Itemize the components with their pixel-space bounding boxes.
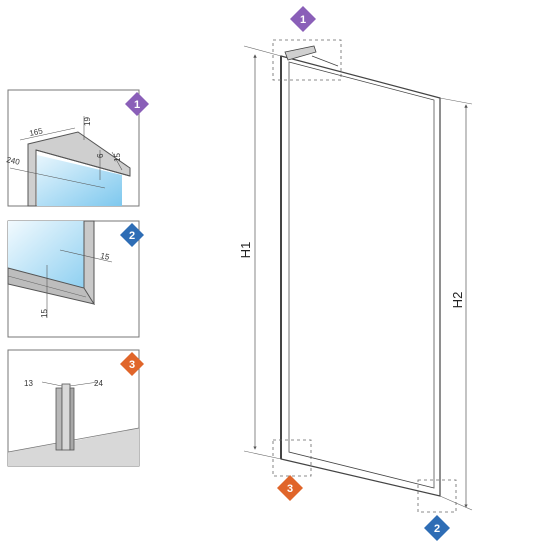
- badge-2-main: 2: [424, 515, 450, 541]
- callout-box-3: [272, 439, 312, 477]
- svg-text:1: 1: [134, 99, 140, 111]
- dim-6: 6: [96, 153, 105, 158]
- callout-box-1: [272, 39, 342, 81]
- badge-1-main: 1: [290, 6, 316, 32]
- detail-3-panel: 13 24: [7, 349, 140, 467]
- callout-box-2: [417, 479, 457, 513]
- h1-label: H1: [238, 242, 253, 259]
- main-shower-panel: H1 H2: [238, 39, 473, 513]
- badge-2-small: 2: [120, 223, 144, 247]
- svg-text:1: 1: [300, 14, 306, 26]
- dim-15-c: 15: [40, 309, 49, 318]
- dim-15-a: 15: [113, 153, 122, 162]
- dim-240: 240: [6, 155, 21, 167]
- detail-1-panel: 165 19 6 15 240: [6, 89, 140, 207]
- detail-1-glass: [37, 155, 122, 206]
- detail-2-panel: 15 15: [7, 220, 140, 338]
- svg-text:3: 3: [287, 483, 293, 495]
- badge-3-small: 3: [120, 352, 144, 376]
- dim-19: 19: [83, 117, 92, 126]
- svg-text:3: 3: [129, 359, 135, 371]
- svg-text:2: 2: [129, 230, 135, 242]
- detail-2-glass: [8, 221, 84, 288]
- dim-24: 24: [94, 379, 103, 388]
- h2-label: H2: [450, 292, 465, 309]
- dim-165: 165: [29, 126, 44, 138]
- dim-13: 13: [24, 379, 33, 388]
- badge-3-main: 3: [277, 475, 303, 501]
- dim-15-b: 15: [100, 251, 111, 262]
- badge-1-small: 1: [125, 92, 149, 116]
- svg-text:2: 2: [434, 523, 440, 535]
